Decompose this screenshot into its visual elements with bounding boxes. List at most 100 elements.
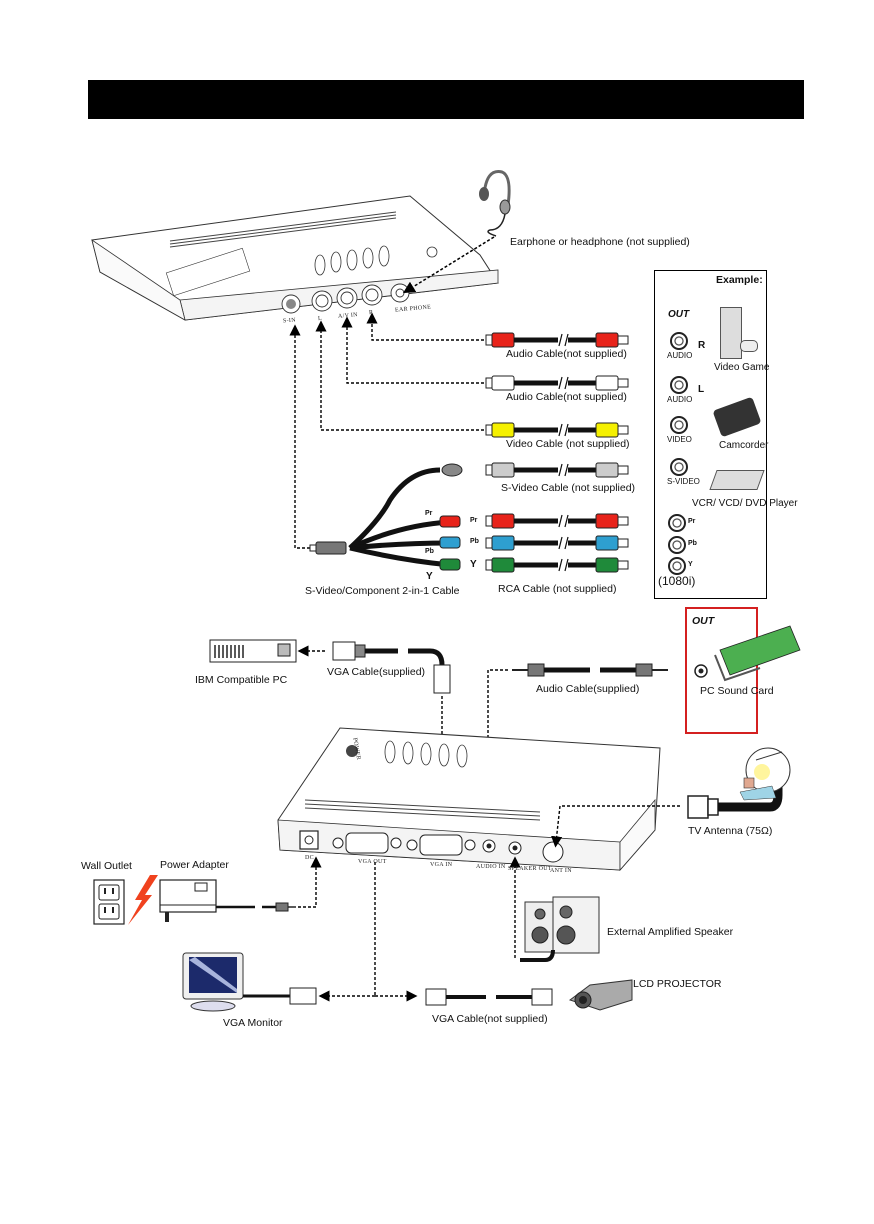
audio-cable-l-label: Audio Cable(not supplied) xyxy=(506,391,627,403)
vga-out-port xyxy=(345,832,389,854)
bottom-tv-box xyxy=(277,727,661,872)
plug-left xyxy=(491,513,515,529)
headphone-icon xyxy=(479,170,511,237)
svideo-cable-label: S-Video Cable (not supplied) xyxy=(501,482,636,494)
plug-right xyxy=(595,422,619,438)
plug-right xyxy=(595,332,619,348)
example-jack-side: R xyxy=(698,340,706,351)
port-label-ant-in: ANT IN xyxy=(550,868,572,874)
plug-right xyxy=(595,513,619,529)
plug-right xyxy=(595,375,619,391)
component-jack-pr xyxy=(668,514,686,532)
plug-left xyxy=(491,332,515,348)
component-jack-label: Pr xyxy=(688,518,696,525)
plug-left xyxy=(491,422,515,438)
example-out-label: OUT xyxy=(668,309,690,320)
plug-right xyxy=(595,535,619,551)
example-jack-label: S-VIDEO xyxy=(667,477,700,486)
svideo-cable xyxy=(485,462,629,478)
example-jack-s-video xyxy=(670,458,688,476)
s-in-connection-line xyxy=(289,324,310,549)
ibm-pc-label: IBM Compatible PC xyxy=(195,674,288,686)
earphone-label: Earphone or headphone (not supplied) xyxy=(510,236,690,248)
wall-outlet-label: Wall Outlet xyxy=(81,860,132,872)
component-jack-y xyxy=(668,557,686,575)
antenna-connection-line xyxy=(551,805,680,848)
resolution-label: (1080i) xyxy=(658,574,696,588)
pr-left-label: Pr xyxy=(425,510,433,517)
audio-cable-supplied xyxy=(512,663,668,677)
y-right-label: Y xyxy=(470,559,477,570)
device-vcr-dvd: VCR/ VCD/ DVD Player xyxy=(692,498,798,509)
vga-monitor-icon xyxy=(182,952,317,1012)
example-jack-label: AUDIO xyxy=(667,351,693,360)
dc-connection-line xyxy=(298,856,322,908)
device-video-game: Video Game xyxy=(714,362,770,373)
port-label-speaker-out: SPEAKER OUT xyxy=(508,866,552,872)
rca-cable-label: RCA Cable (not supplied) xyxy=(498,583,617,595)
port-label-vga-in: VGA IN xyxy=(430,862,453,868)
port-label-dc: DC xyxy=(305,855,314,861)
plug-left xyxy=(491,557,515,573)
dc-port xyxy=(299,830,319,850)
audio-l-connection-line xyxy=(341,316,484,384)
top-front-buttons xyxy=(314,245,438,276)
bottom-front-buttons xyxy=(384,740,468,768)
speaker-icon xyxy=(520,896,600,962)
example-jack-audio-r xyxy=(670,332,688,350)
rca-cable-pb xyxy=(485,535,629,551)
vga-monitor-label: VGA Monitor xyxy=(223,1017,283,1029)
plug-right xyxy=(595,557,619,573)
dvd-player-icon xyxy=(709,470,765,490)
sound-card-icon xyxy=(694,625,801,682)
vga-cable-supplied xyxy=(332,641,451,694)
example-jack-video xyxy=(670,416,688,434)
vga-cable-not-supplied xyxy=(425,988,553,1006)
plug-left xyxy=(491,462,515,478)
power-adapter-label: Power Adapter xyxy=(160,859,229,871)
pr-right-label: Pr xyxy=(470,517,478,524)
game-controller-icon xyxy=(740,340,758,352)
port-label-r: R xyxy=(368,309,374,317)
soundcard-out-label: OUT xyxy=(692,615,715,627)
rca-cable-y xyxy=(485,557,629,573)
example-jack-audio-l xyxy=(670,376,688,394)
svideo-component-cable xyxy=(309,463,463,571)
svideo-component-label: S-Video/Component 2-in-1 Cable xyxy=(305,585,460,597)
top-tv-box xyxy=(91,195,499,321)
ibm-pc-icon xyxy=(209,639,297,663)
port-label-l: L xyxy=(317,315,323,323)
port-label-vga-out: VGA OUT xyxy=(358,859,387,865)
component-jack-pb xyxy=(668,536,686,554)
port-label-s-in: S-IN xyxy=(282,317,297,325)
audio-cable-r xyxy=(485,332,629,348)
example-title: Example: xyxy=(716,274,763,286)
tv-antenna-label: TV Antenna (75Ω) xyxy=(688,825,773,837)
video-cable-label: Video Cable (not supplied) xyxy=(506,438,630,450)
vga-in-port xyxy=(419,834,463,856)
pc-sound-card-label: PC Sound Card xyxy=(700,685,774,697)
rca-cables xyxy=(485,332,629,573)
earphone-connection-line xyxy=(402,236,495,294)
example-jack-side: L xyxy=(698,384,705,395)
plug-left xyxy=(491,375,515,391)
component-jack-label: Pb xyxy=(688,540,697,547)
example-jack-label: AUDIO xyxy=(667,395,693,404)
audio-cable-supplied-label: Audio Cable(supplied) xyxy=(536,683,640,695)
vga-cable-supplied-label: VGA Cable(supplied) xyxy=(327,666,426,678)
lightning-icon xyxy=(128,875,158,925)
port-label-audio-in: AUDIO IN xyxy=(476,864,506,870)
rca-cable-pr xyxy=(485,513,629,529)
audio-r-connection-line xyxy=(366,312,484,341)
external-speaker-label: External Amplified Speaker xyxy=(607,926,734,938)
pb-right-label: Pb xyxy=(470,538,479,545)
plug-left xyxy=(491,535,515,551)
section-header-bar xyxy=(88,80,804,119)
wall-outlet-icon xyxy=(93,879,125,925)
video-game-console-icon xyxy=(720,307,742,359)
ant-in-port xyxy=(542,841,564,863)
lcd-projector-label: LCD PROJECTOR xyxy=(633,978,722,990)
audio-cable-l xyxy=(485,375,629,391)
tv-antenna-icon xyxy=(687,747,791,819)
